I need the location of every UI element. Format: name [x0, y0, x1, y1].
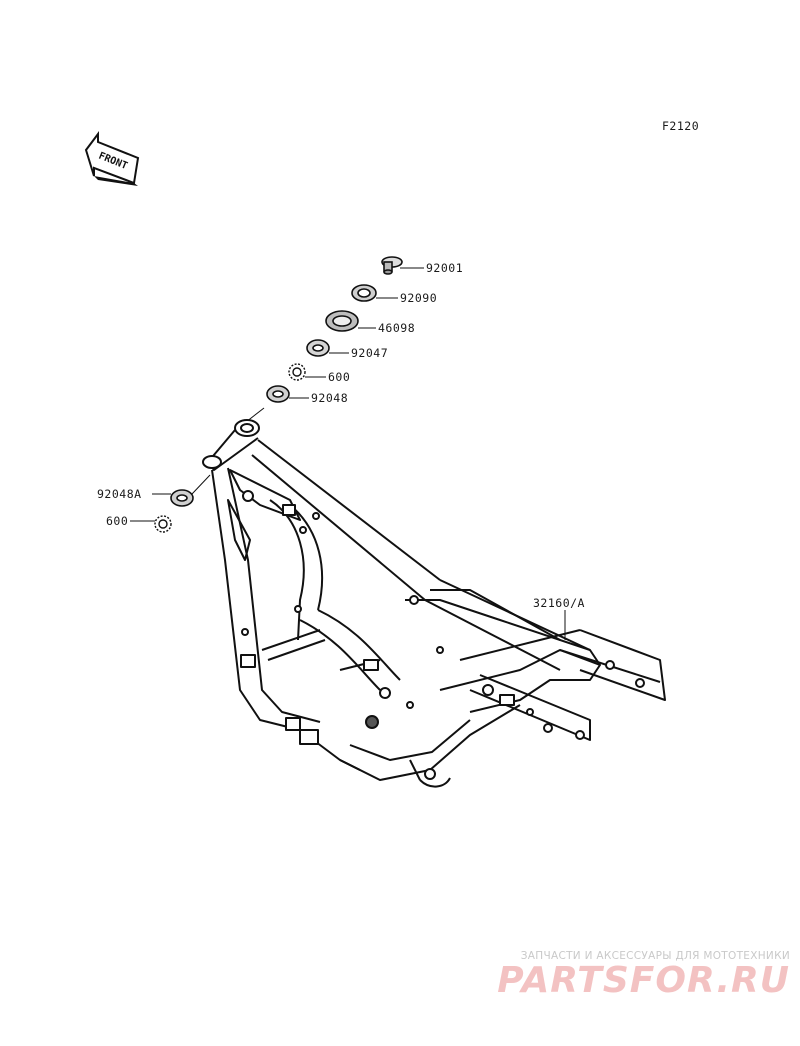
bearing-92047: [306, 339, 330, 357]
part-label-32160-A[interactable]: 32160/A: [533, 596, 585, 610]
motorcycle-frame: [202, 419, 666, 788]
retainer-600-left: [154, 515, 172, 533]
part-label-92048[interactable]: 92048: [311, 391, 349, 405]
retainer-600-top: [288, 363, 306, 381]
race-46098: [325, 310, 359, 332]
part-label-92047[interactable]: 92047: [351, 346, 389, 360]
leader-lines: [130, 267, 566, 640]
part-label-600-left[interactable]: 600: [106, 514, 129, 528]
front-arrow-icon: FRONT: [84, 131, 140, 186]
part-label-92048A[interactable]: 92048A: [97, 487, 142, 501]
part-label-600-top[interactable]: 600: [328, 370, 351, 384]
bearing-92048A: [170, 489, 194, 507]
part-label-92001[interactable]: 92001: [426, 261, 464, 275]
watermark-brand: PARTSFOR.RU: [497, 960, 790, 1001]
watermark-tagline: ЗАПЧАСТИ И АКСЕССУАРЫ ДЛЯ МОТОТЕХНИКИ: [520, 950, 790, 962]
part-label-46098[interactable]: 46098: [378, 321, 416, 335]
figure-code: F2120: [662, 119, 700, 133]
seal-92090: [351, 284, 377, 302]
bearing-92048: [266, 385, 290, 403]
part-label-92090[interactable]: 92090: [400, 291, 438, 305]
bolt-92001: [381, 256, 403, 275]
